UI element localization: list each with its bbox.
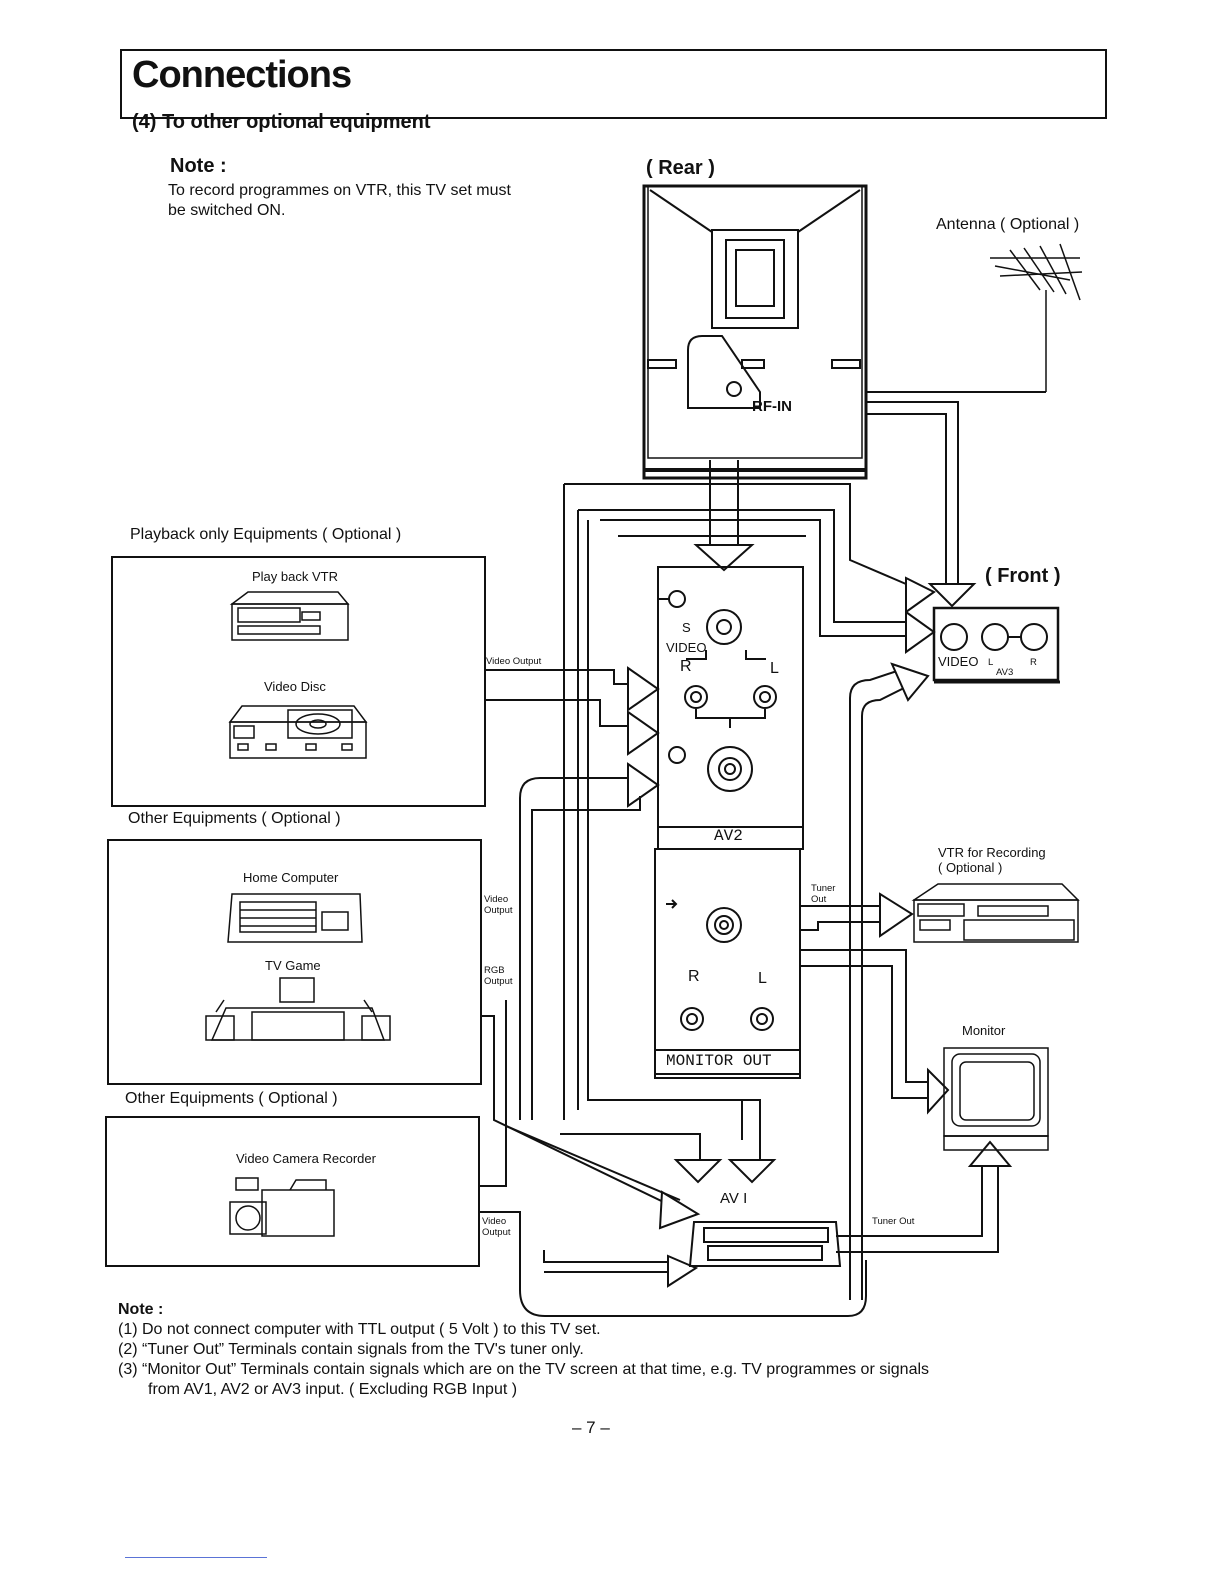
s-video-label: VIDEO [666,640,707,655]
note-text: To record programmes on VTR, this TV set… [168,182,511,219]
title-frame [120,49,1107,119]
bottom-note-2: (2) “Tuner Out” Terminals contain signal… [118,1341,584,1358]
bottom-notes-heading: Note : [118,1301,164,1318]
video-output-label-3b: Output [482,1227,511,1238]
rf-in-label: RF-IN [752,398,792,415]
rgb-output-label-b: Output [484,976,513,987]
antenna-label: Antenna ( Optional ) [936,216,1080,233]
tv-game-label: TV Game [265,958,321,973]
video-output-label-1: Video Output [486,656,542,667]
monitor-label: Monitor [962,1023,1006,1038]
page-number: – 7 – [572,1418,610,1437]
monitor-illustration [943,1047,1049,1151]
section-subtitle: (4) To other optional equipment [132,111,431,133]
video-camera-recorder-label: Video Camera Recorder [236,1151,376,1166]
other-group-2-label: Other Equipments ( Optional ) [125,1090,338,1107]
note-heading: Note : [170,155,227,177]
playback-group-label: Playback only Equipments ( Optional ) [130,526,402,543]
tuner-out-label-1a: Tuner [811,883,836,894]
video-output-label-2a: Video [484,894,509,905]
monitor-out-l-label: L [758,970,767,987]
rgb-output-label-a: RGB [484,965,505,976]
video-output-label-3a: Video [482,1216,507,1227]
other-group-1-label: Other Equipments ( Optional ) [128,810,341,827]
rear-label: ( Rear ) [646,157,715,179]
front-l-label: L [988,657,994,668]
s-video-s-label: S [682,620,691,635]
other-box-1 [107,839,482,1085]
playback-box [111,556,486,807]
front-label: ( Front ) [985,565,1061,587]
front-video-label: VIDEO [938,654,979,669]
vtr-recording-label-b: ( Optional ) [938,860,1003,875]
tuner-out-label-1b: Out [811,894,827,905]
monitor-out-label: MONITOR OUT [666,1052,772,1070]
tv-rear-illustration [642,184,868,480]
antenna-illustration [865,243,1083,402]
video-disc-label: Video Disc [264,679,326,694]
av2-label: AV2 [714,827,743,845]
video-output-label-2b: Output [484,905,513,916]
bottom-note-3: (3) “Monitor Out” Terminals contain sign… [118,1361,930,1378]
tuner-out-label-2: Tuner Out [872,1216,915,1227]
av2-r-label: R [680,658,692,675]
other-box-2 [105,1116,480,1267]
av2-l-label: L [770,660,779,677]
monitor-out-panel [654,848,801,1079]
av1-label: AV I [720,1190,748,1207]
playback-vtr-label: Play back VTR [252,569,338,584]
footer-rule [125,1557,267,1558]
page-title: Connections [132,54,352,96]
bottom-note-3-cont: from AV1, AV2 or AV3 input. ( Excluding … [148,1381,518,1398]
monitor-out-r-label: R [688,968,700,985]
home-computer-label: Home Computer [243,870,339,885]
bottom-notes: Note : (1) Do not connect computer with … [118,1300,929,1400]
vtr-recording-illustration [911,883,1080,943]
vtr-recording-label-a: VTR for Recording [938,845,1046,860]
bottom-note-1: (1) Do not connect computer with TTL out… [118,1321,601,1338]
front-av3-label: AV3 [996,667,1014,678]
front-r-label: R [1030,657,1037,668]
